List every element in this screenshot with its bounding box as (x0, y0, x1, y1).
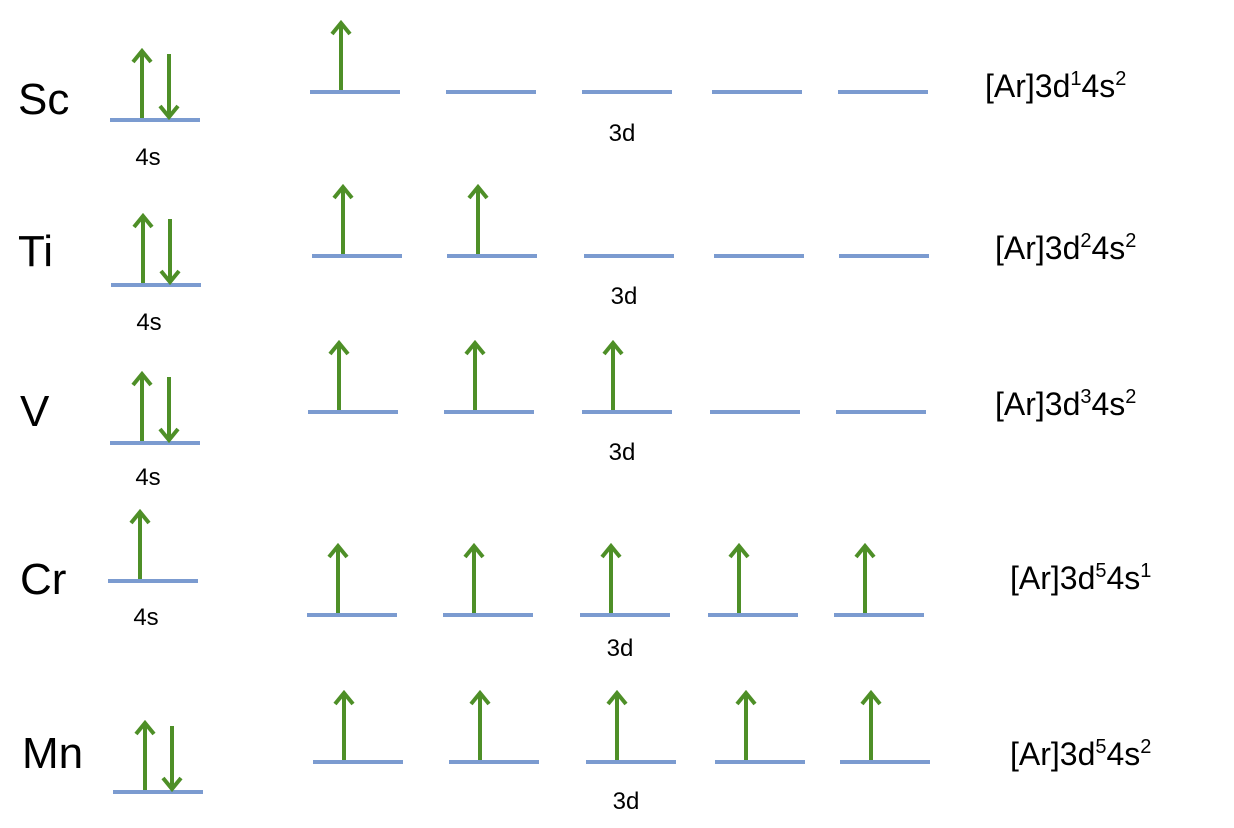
config-s-count: 2 (1125, 386, 1137, 408)
config-core: [Ar] (995, 386, 1045, 422)
spin-up-arrow-icon (328, 339, 350, 410)
config-d-count: 1 (1070, 68, 1082, 90)
electron-configuration: [Ar]3d14s2 (985, 68, 1127, 104)
element-symbol: Cr (20, 555, 67, 604)
spin-up-arrow-icon (131, 370, 153, 441)
spin-down-arrow-icon (158, 377, 180, 444)
orbital-label-3d: 3d (612, 788, 640, 815)
orbital-label-3d: 3d (610, 283, 638, 310)
spin-down-arrow-icon (159, 219, 181, 286)
spin-up-arrow-icon (332, 183, 354, 254)
config-d-count: 3 (1080, 386, 1092, 408)
spin-up-arrow-icon (469, 689, 491, 760)
spin-up-arrow-icon (467, 183, 489, 254)
electron-configuration: [Ar]3d24s2 (995, 230, 1137, 266)
config-d: 3d (1044, 386, 1081, 422)
spin-up-arrow-icon (854, 542, 876, 613)
config-s: 4s (1106, 560, 1141, 596)
spin-up-arrow-icon (333, 689, 355, 760)
orbital-label-3d: 3d (608, 120, 636, 147)
config-d: 3d (1034, 68, 1071, 104)
electron-configuration: [Ar]3d54s1 (1010, 560, 1152, 596)
spin-up-arrow-icon (132, 212, 154, 283)
config-core: [Ar] (985, 68, 1035, 104)
spin-up-arrow-icon (330, 19, 352, 90)
spin-up-arrow-icon (463, 542, 485, 613)
orbital-label-3d: 3d (608, 439, 636, 466)
orbital-label-4s: 4s (136, 309, 162, 336)
config-s: 4s (1081, 68, 1116, 104)
config-d: 3d (1044, 230, 1081, 266)
spin-up-arrow-icon (602, 339, 624, 410)
config-core: [Ar] (995, 230, 1045, 266)
config-d-count: 5 (1095, 560, 1107, 582)
spin-up-arrow-icon (735, 689, 757, 760)
element-symbol: V (20, 387, 50, 436)
config-s-count: 2 (1140, 736, 1152, 758)
spin-up-arrow-icon (600, 542, 622, 613)
config-d-count: 2 (1080, 230, 1092, 252)
config-core: [Ar] (1010, 736, 1060, 772)
config-s-count: 2 (1115, 68, 1127, 90)
config-s-count: 1 (1140, 560, 1152, 582)
element-symbol: Sc (18, 75, 70, 124)
spin-up-arrow-icon (606, 689, 628, 760)
config-d-count: 5 (1095, 736, 1107, 758)
orbital-label-4s: 4s (133, 604, 159, 631)
config-s-count: 2 (1125, 230, 1137, 252)
spin-up-arrow-icon (728, 542, 750, 613)
spin-down-arrow-icon (161, 726, 183, 793)
spin-up-arrow-icon (860, 689, 882, 760)
spin-up-arrow-icon (327, 542, 349, 613)
config-d: 3d (1059, 736, 1096, 772)
orbital-label-4s: 4s (135, 144, 161, 171)
electron-configuration: [Ar]3d34s2 (995, 386, 1137, 422)
spin-up-arrow-icon (134, 719, 156, 790)
orbital-label-4s: 4s (135, 464, 161, 491)
element-symbol: Ti (18, 227, 54, 276)
config-s: 4s (1106, 736, 1141, 772)
config-core: [Ar] (1010, 560, 1060, 596)
config-s: 4s (1091, 230, 1126, 266)
orbital-label-3d: 3d (606, 635, 634, 662)
electron-configuration: [Ar]3d54s2 (1010, 736, 1152, 772)
config-d: 3d (1059, 560, 1096, 596)
spin-up-arrow-icon (131, 47, 153, 118)
spin-up-arrow-icon (129, 508, 151, 579)
config-s: 4s (1091, 386, 1126, 422)
spin-up-arrow-icon (464, 339, 486, 410)
spin-down-arrow-icon (158, 54, 180, 121)
element-symbol: Mn (22, 729, 84, 778)
